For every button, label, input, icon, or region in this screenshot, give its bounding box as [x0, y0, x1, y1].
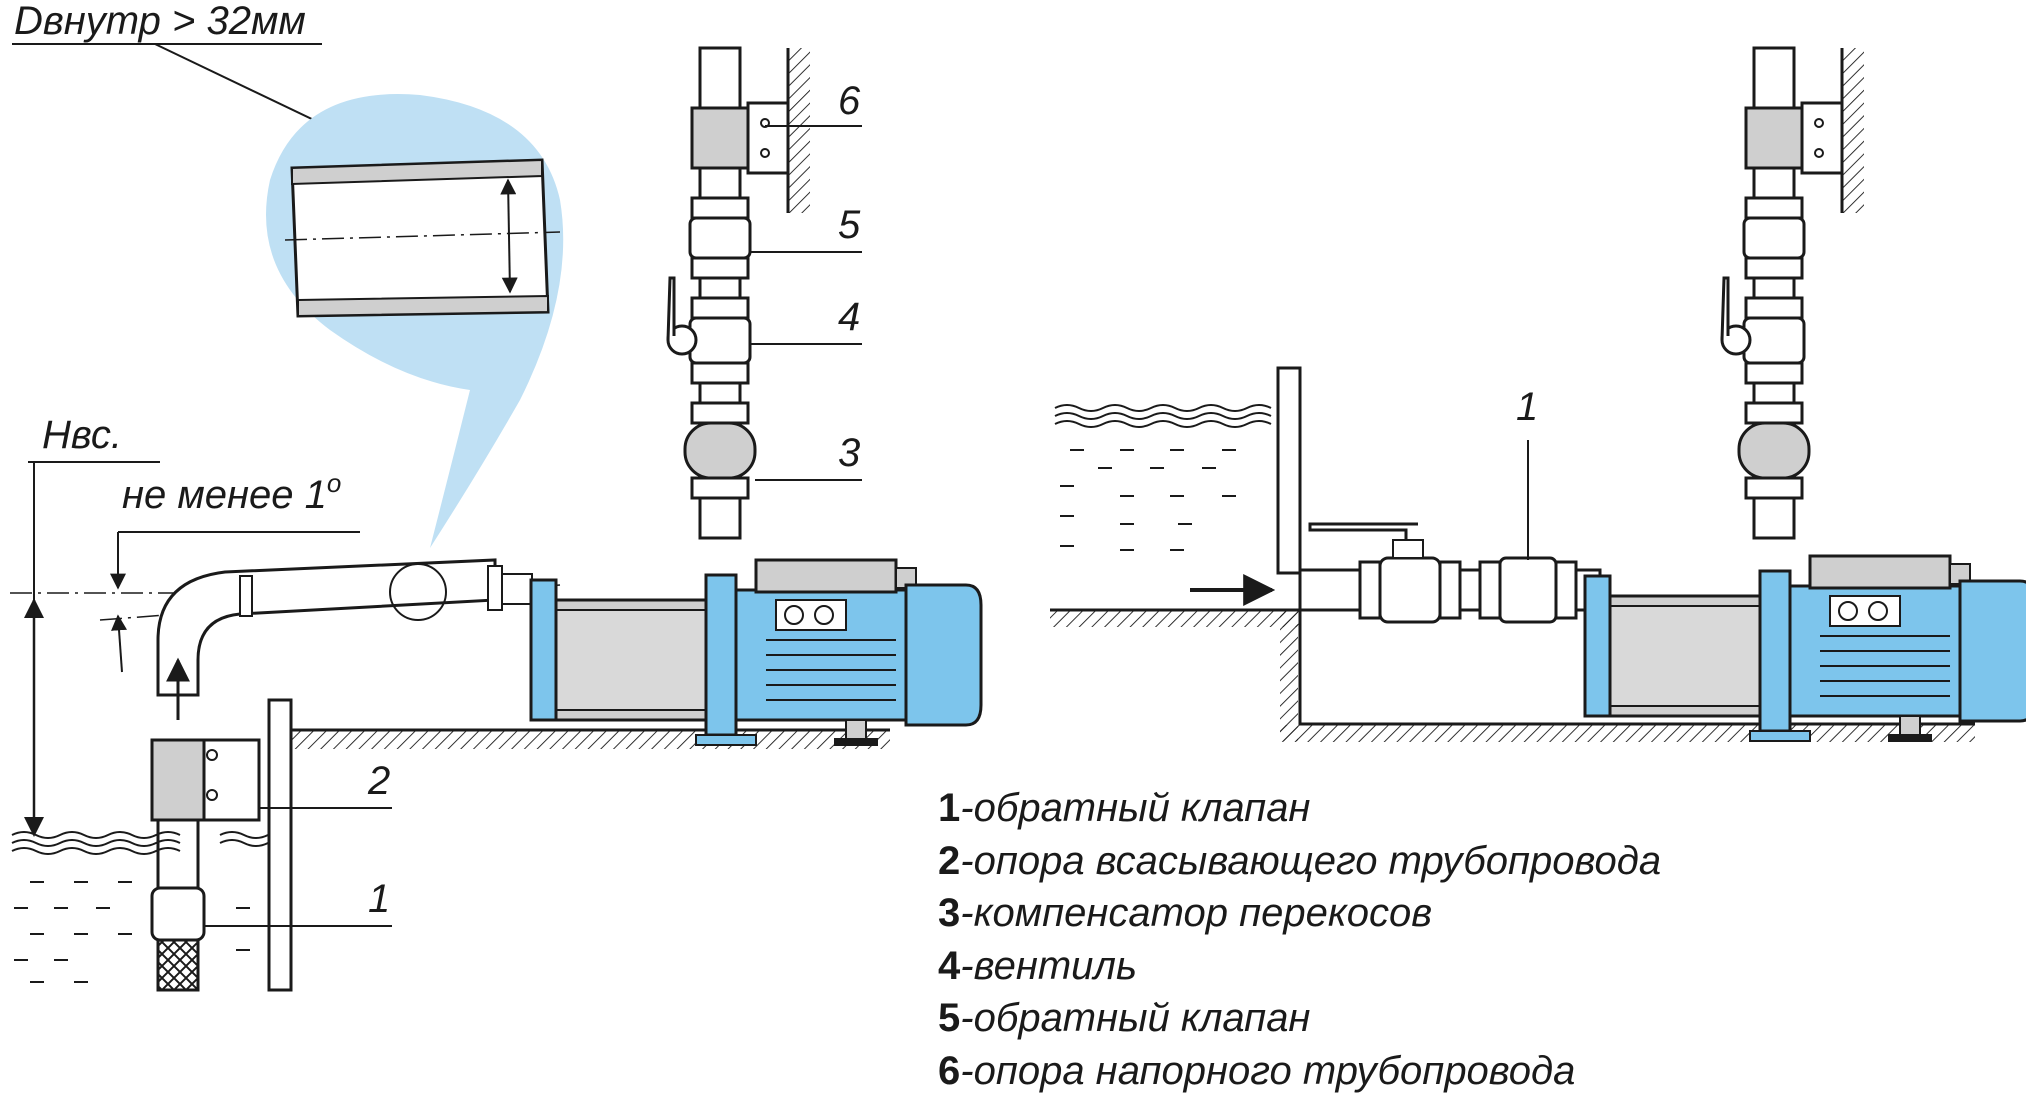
slope-label: не менее 1о	[122, 468, 341, 517]
callout-4: 4	[838, 295, 860, 339]
legend-item-3: 3-компенсатор перекосов	[938, 887, 1661, 940]
ground-right-upper	[1050, 611, 1300, 627]
legend: 1-обратный клапан 2-опора всасывающего т…	[938, 782, 1661, 1097]
suction-line-right	[1300, 524, 1600, 622]
pump-right	[1585, 556, 2026, 742]
pump-left	[531, 560, 981, 746]
wall-left	[788, 48, 810, 213]
suction-height-label: Нвс.	[42, 413, 122, 457]
discharge-column-right	[1722, 48, 1842, 538]
water-surface-left	[12, 832, 268, 982]
discharge-column-left	[668, 48, 788, 538]
left-installation: Dвнутр > 32мм Нвс. не менее 1о	[10, 0, 981, 990]
legend-item-5: 5-обратный клапан	[938, 992, 1661, 1045]
legend-item-6: 6-опора напорного трубопровода	[938, 1045, 1661, 1097]
ground-left	[292, 731, 890, 749]
legend-item-4: 4-вентиль	[938, 940, 1661, 993]
callout-1: 1	[368, 877, 390, 921]
callout-1-right: 1	[1516, 385, 1538, 429]
callout-2: 2	[367, 759, 390, 803]
legend-item-1: 1-обратный клапан	[938, 782, 1661, 835]
support-post	[269, 700, 291, 990]
callout-6: 6	[838, 79, 861, 123]
tank-wall	[1278, 368, 1300, 573]
callout-3: 3	[838, 431, 860, 475]
pipe-section-detail	[285, 160, 560, 316]
water-surface-right	[1055, 405, 1271, 550]
callout-5: 5	[838, 203, 861, 247]
ground-right-lower	[1280, 725, 1975, 742]
diameter-label: Dвнутр > 32мм	[14, 0, 306, 43]
legend-item-2: 2-опора всасывающего трубопровода	[938, 835, 1661, 888]
right-installation: 1	[1050, 48, 2026, 742]
wall-right	[1842, 48, 1864, 213]
